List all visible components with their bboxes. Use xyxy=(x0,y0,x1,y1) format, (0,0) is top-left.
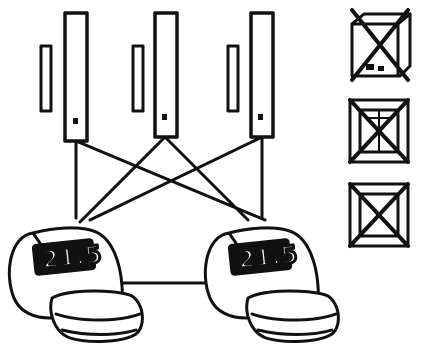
radiator-thermostat-icon xyxy=(7,226,144,343)
crossed-out-wall-switch-icon xyxy=(348,98,410,164)
crossed-out-wall-thermostat-icon xyxy=(348,182,410,248)
window-sensor-icon xyxy=(226,11,275,139)
radiator-thermostat-icon xyxy=(203,226,340,343)
link-sensor3-thermostat-left xyxy=(88,135,264,222)
window-sensor-icon xyxy=(131,11,179,139)
link-sensor2-thermostat-left xyxy=(78,135,167,224)
window-sensor-icon xyxy=(39,11,89,143)
connection-lines xyxy=(74,135,267,285)
crossed-out-box-device-icon xyxy=(350,8,412,82)
link-sensor2-thermostat-right xyxy=(163,135,250,222)
